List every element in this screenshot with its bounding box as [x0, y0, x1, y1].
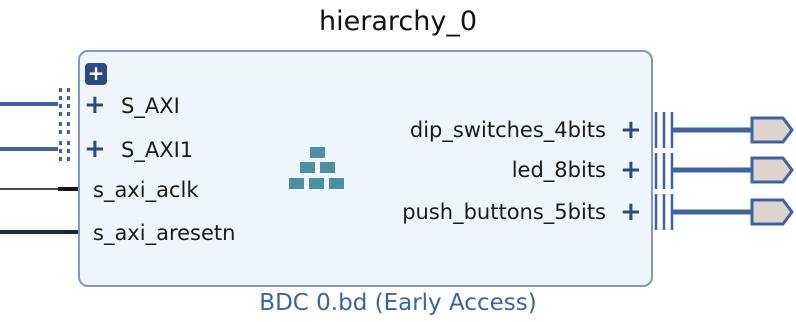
port-label-led[interactable]: led_8bits — [511, 158, 606, 182]
block-title: hierarchy_0 — [319, 6, 477, 37]
port-label-s-axi-aclk[interactable]: s_axi_aclk — [93, 178, 199, 202]
port-label-s-axi[interactable]: S_AXI — [121, 94, 180, 118]
s-axi1-bus-wire[interactable] — [0, 122, 70, 161]
port-label-s-axi-aresetn[interactable]: s_axi_aresetn — [93, 221, 236, 245]
port-label-push-buttons[interactable]: push_buttons_5bits — [402, 200, 606, 224]
push-buttons-output-port-icon — [750, 198, 794, 226]
s-axi-expand-icon[interactable]: + — [84, 90, 106, 120]
dip-switches-bus-wire[interactable] — [654, 112, 794, 148]
port-label-dip-switches[interactable]: dip_switches_4bits — [409, 118, 606, 142]
push-buttons-bus-wire[interactable] — [654, 194, 794, 230]
port-label-s-axi1[interactable]: S_AXI1 — [121, 138, 194, 162]
block-design-name: BDC 0.bd (Early Access) — [259, 290, 537, 316]
s-axi-bus-wire[interactable] — [0, 88, 70, 116]
collapse-icon[interactable]: + — [85, 63, 107, 85]
push-buttons-expand-icon[interactable]: + — [620, 197, 642, 227]
led-bus-wire[interactable] — [654, 153, 794, 189]
led-output-port-icon — [750, 156, 794, 184]
dip-switches-output-port-icon — [750, 116, 794, 144]
s-axi1-expand-icon[interactable]: + — [84, 134, 106, 164]
hierarchy-block[interactable] — [78, 50, 653, 287]
led-expand-icon[interactable]: + — [620, 155, 642, 185]
dip-switches-expand-icon[interactable]: + — [620, 115, 642, 145]
hierarchy-icon — [289, 147, 344, 189]
